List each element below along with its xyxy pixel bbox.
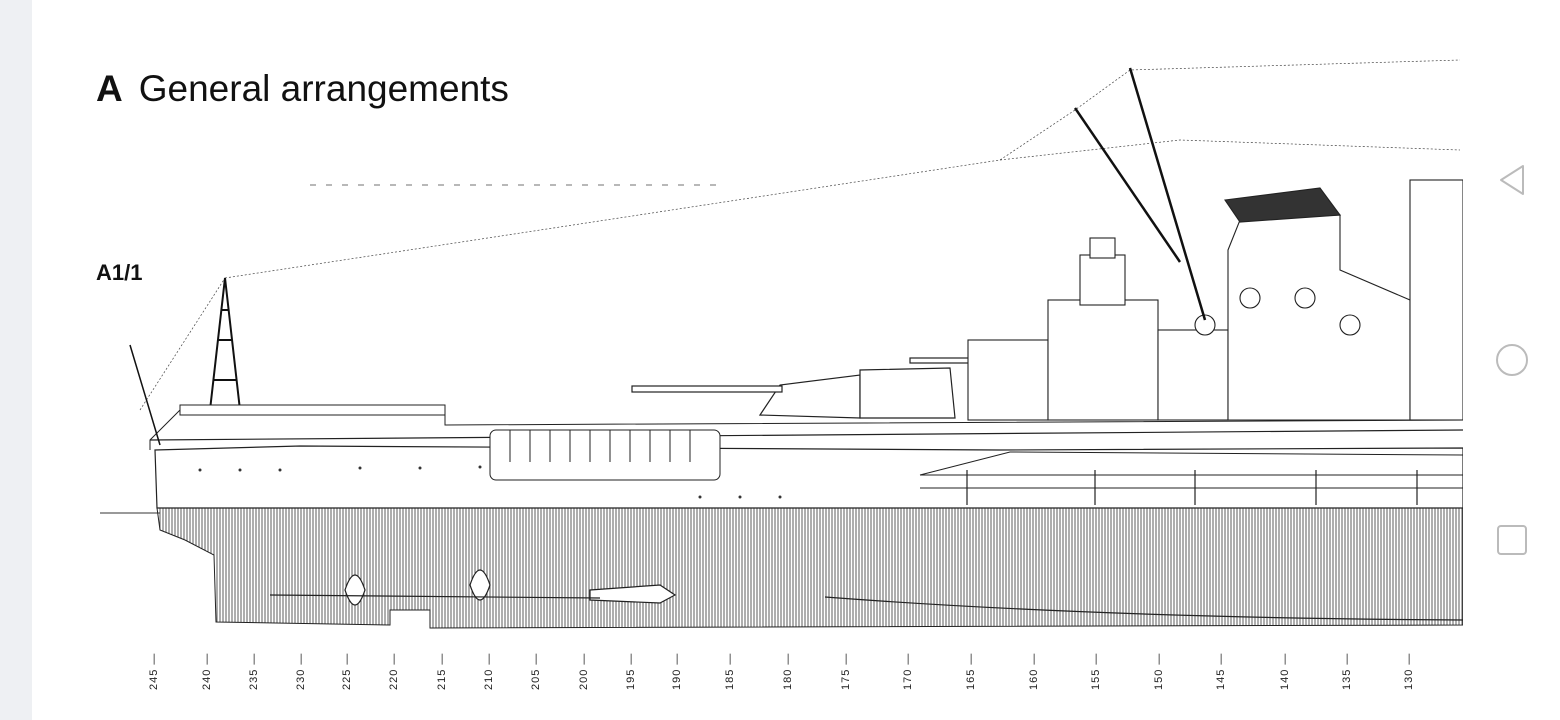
frame-number-label: 195 — [625, 652, 637, 690]
frame-number: 215 — [436, 648, 450, 690]
superstructure [967, 179, 1463, 421]
frame-number-label: 235 — [248, 652, 260, 690]
frame-number-label: 135 — [1341, 652, 1353, 690]
frame-number: 205 — [530, 648, 544, 690]
frame-number-label: 185 — [724, 652, 736, 690]
frame-number: 220 — [388, 648, 402, 690]
underwater-hull [156, 507, 1463, 629]
frame-number: 140 — [1279, 648, 1293, 690]
frame-number: 135 — [1341, 648, 1355, 690]
frame-number: 245 — [148, 648, 162, 690]
frame-number-label: 130 — [1403, 652, 1415, 690]
aft-mast [209, 277, 241, 411]
frame-number-label: 205 — [530, 652, 542, 690]
recents-button[interactable] [1495, 523, 1529, 557]
frame-number-label: 245 — [148, 652, 160, 690]
viewer-margin [0, 0, 32, 720]
frame-number-label: 160 — [1028, 652, 1040, 690]
hull-side [154, 445, 1463, 509]
frame-number: 185 — [724, 648, 738, 690]
android-nav-bar [1463, 0, 1560, 720]
frame-number-label: 200 — [578, 652, 590, 690]
frame-number-label: 190 — [671, 652, 683, 690]
document-page[interactable]: A General arrangements A1/1 [32, 0, 1463, 720]
frame-number-label: 155 — [1090, 652, 1102, 690]
frame-number: 170 — [902, 648, 916, 690]
frame-number: 200 — [578, 648, 592, 690]
ship-profile-drawing [100, 59, 1463, 629]
frame-number: 240 — [201, 648, 215, 690]
frame-number: 180 — [782, 648, 796, 690]
figure-label: A1/1 [96, 260, 143, 285]
section-letter: A [96, 68, 123, 109]
frame-number: 160 — [1028, 648, 1042, 690]
frame-number: 175 — [840, 648, 854, 690]
frame-number: 235 — [248, 648, 262, 690]
frame-number: 130 — [1403, 648, 1417, 690]
frame-number-label: 215 — [436, 652, 448, 690]
rigging-lines [139, 59, 1461, 411]
section-title: General arrangements [138, 68, 509, 109]
frame-number-label: 230 — [295, 652, 307, 690]
frame-number-label: 175 — [840, 652, 852, 690]
frame-number: 165 — [965, 648, 979, 690]
frame-number-label: 220 — [388, 652, 400, 690]
frame-number: 150 — [1153, 648, 1167, 690]
frame-number: 190 — [671, 648, 685, 690]
frame-number: 210 — [483, 648, 497, 690]
frame-number: 145 — [1215, 648, 1229, 690]
frame-number-label: 140 — [1279, 652, 1291, 690]
frame-number-label: 165 — [965, 652, 977, 690]
frame-number-label: 180 — [782, 652, 794, 690]
frame-number-label: 150 — [1153, 652, 1165, 690]
frame-number: 155 — [1090, 648, 1104, 690]
back-button[interactable] [1495, 163, 1529, 197]
frame-number-label: 170 — [902, 652, 914, 690]
frame-number: 225 — [341, 648, 355, 690]
frame-number: 195 — [625, 648, 639, 690]
frame-number-label: 225 — [341, 652, 353, 690]
section-heading: A General arrangements [96, 68, 509, 110]
frame-number-label: 240 — [201, 652, 213, 690]
home-button[interactable] [1495, 343, 1529, 377]
frame-number-label: 210 — [483, 652, 495, 690]
gun-turrets [631, 357, 981, 419]
frame-number-label: 145 — [1215, 652, 1227, 690]
frame-number: 230 — [295, 648, 309, 690]
